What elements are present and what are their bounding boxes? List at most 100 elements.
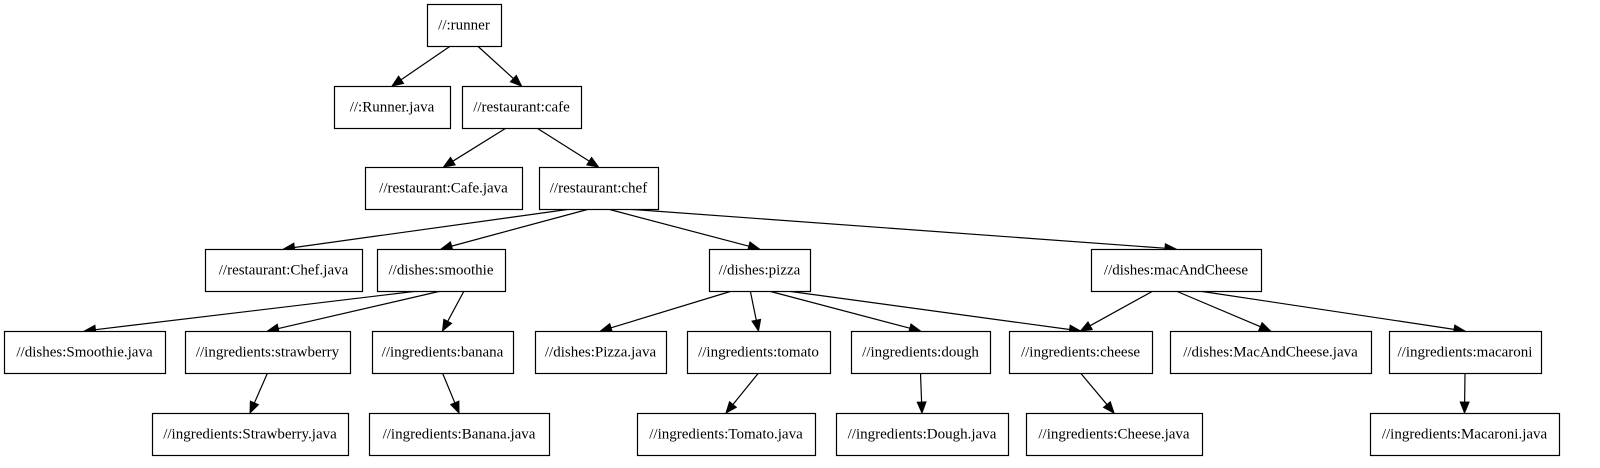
graph-edge-arrowhead xyxy=(1079,320,1094,332)
graph-edge-line xyxy=(1175,290,1261,328)
graph-node-box xyxy=(636,412,817,457)
graph-edge-line xyxy=(732,372,759,405)
graph-node[interactable]: //ingredients:Cheese.java xyxy=(1025,412,1204,457)
graph-edge xyxy=(1080,372,1115,415)
graph-node[interactable]: //dishes:Smoothie.java xyxy=(3,330,167,375)
graph-node-label: //ingredients:Macaroni.java xyxy=(1382,426,1548,442)
graph-node-box xyxy=(426,3,503,48)
graph-node-label: //dishes:macAndCheese xyxy=(1104,262,1248,278)
graph-edge-line xyxy=(536,127,590,162)
graph-edge xyxy=(1198,290,1467,335)
graph-node[interactable]: //ingredients:dough xyxy=(850,330,992,375)
graph-edge xyxy=(1079,290,1154,332)
graph-node[interactable]: //:Runner.java xyxy=(333,85,452,130)
graph-node[interactable]: //restaurant:Cafe.java xyxy=(364,166,524,211)
graph-node-box xyxy=(1025,412,1204,457)
graph-edge-line xyxy=(447,290,465,322)
graph-node[interactable]: //restaurant:chef xyxy=(538,166,660,211)
graph-edge-arrowhead xyxy=(725,400,738,415)
graph-edge-arrowhead xyxy=(249,400,260,415)
graph-node[interactable]: //ingredients:tomato xyxy=(686,330,832,375)
graph-edge-arrowhead xyxy=(1459,401,1470,415)
graph-node-box xyxy=(376,248,507,293)
graph-node[interactable]: //:runner xyxy=(426,3,503,48)
graph-node-label: //ingredients:Tomato.java xyxy=(649,426,803,442)
graph-edge-line xyxy=(452,127,507,162)
graph-edge xyxy=(442,127,507,168)
graph-edge xyxy=(439,208,590,251)
graph-edge-line xyxy=(294,208,571,249)
graph-node[interactable]: //ingredients:Strawberry.java xyxy=(151,412,350,457)
graph-node[interactable]: //ingredients:banana xyxy=(371,330,515,375)
graph-edge xyxy=(282,208,571,253)
graph-edge-arrowhead xyxy=(751,318,762,333)
graph-node-label: //dishes:smoothie xyxy=(389,262,494,278)
graph-node-box xyxy=(371,330,515,375)
graph-node-box xyxy=(850,330,992,375)
graph-edge xyxy=(477,45,523,87)
graph-node[interactable]: //ingredients:strawberry xyxy=(184,330,352,375)
graph-node-label: //ingredients:strawberry xyxy=(196,344,340,360)
graph-node[interactable]: //dishes:Pizza.java xyxy=(534,330,668,375)
graph-edge-line xyxy=(607,208,750,247)
graph-edge xyxy=(599,290,733,333)
graph-edge xyxy=(536,127,600,168)
graph-node[interactable]: //ingredients:macaroni xyxy=(1388,330,1543,375)
graph-node[interactable]: //dishes:pizza xyxy=(708,248,812,293)
graph-edge-line xyxy=(451,208,590,247)
graph-edge-arrowhead xyxy=(442,156,456,168)
graph-edge-line xyxy=(253,372,269,404)
node-layer: //:runner //:Runner.java //restaurant:cafe… xyxy=(3,3,1561,457)
graph-node-label: //restaurant:chef xyxy=(550,180,647,196)
graph-node[interactable]: //ingredients:Banana.java xyxy=(368,412,551,457)
graph-node-box xyxy=(1090,248,1263,293)
graph-edge xyxy=(1459,372,1470,415)
graph-node-label: //ingredients:Dough.java xyxy=(848,426,997,442)
graph-node-label: //restaurant:Chef.java xyxy=(219,262,349,278)
graph-edge xyxy=(390,45,451,87)
graph-node-box xyxy=(835,412,1010,457)
graph-edge xyxy=(787,290,1082,335)
graph-edge-line xyxy=(278,290,442,330)
graph-node-box xyxy=(461,85,583,130)
graph-node-box xyxy=(686,330,832,375)
graph-node-box xyxy=(1388,330,1543,375)
graph-node-label: //dishes:Smoothie.java xyxy=(16,344,153,360)
graph-edge-line xyxy=(768,290,911,329)
graph-edge xyxy=(1175,290,1272,332)
graph-node-box xyxy=(1369,412,1561,457)
graph-node[interactable]: //ingredients:cheese xyxy=(1008,330,1154,375)
graph-node-label: //ingredients:banana xyxy=(382,344,504,360)
graph-node[interactable]: //ingredients:Macaroni.java xyxy=(1369,412,1561,457)
graph-node[interactable]: //dishes:MacAndCheese.java xyxy=(1169,330,1373,375)
graph-edge-line xyxy=(787,290,1070,331)
graph-node-label: //ingredients:cheese xyxy=(1021,344,1140,360)
graph-node-label: //dishes:MacAndCheese.java xyxy=(1183,344,1358,360)
graph-edge-line xyxy=(626,208,1166,249)
graph-edge-arrowhead xyxy=(586,156,600,168)
graph-node[interactable]: //ingredients:Tomato.java xyxy=(636,412,817,457)
graph-node[interactable]: //ingredients:Dough.java xyxy=(835,412,1010,457)
graph-node-box xyxy=(333,85,452,130)
graph-edge xyxy=(607,208,761,252)
graph-node-label: //ingredients:macaroni xyxy=(1398,344,1533,360)
graph-node-box xyxy=(708,248,812,293)
graph-node-box xyxy=(3,330,167,375)
graph-node-box xyxy=(368,412,551,457)
graph-node-box xyxy=(538,166,660,211)
graph-node[interactable]: //dishes:smoothie xyxy=(376,248,507,293)
graph-node[interactable]: //dishes:macAndCheese xyxy=(1090,248,1263,293)
graph-edge-line xyxy=(477,45,514,80)
graph-edge xyxy=(725,372,759,415)
graph-node[interactable]: //restaurant:Chef.java xyxy=(204,248,364,293)
graph-edge xyxy=(249,372,269,415)
graph-node-box xyxy=(151,412,350,457)
graph-edge xyxy=(916,372,927,415)
graph-node-label: //ingredients:tomato xyxy=(698,344,819,360)
graph-node[interactable]: //restaurant:cafe xyxy=(461,85,583,130)
graph-node-label: //:Runner.java xyxy=(350,99,435,115)
graph-edge-arrowhead xyxy=(390,75,405,87)
graph-node-box xyxy=(534,330,668,375)
